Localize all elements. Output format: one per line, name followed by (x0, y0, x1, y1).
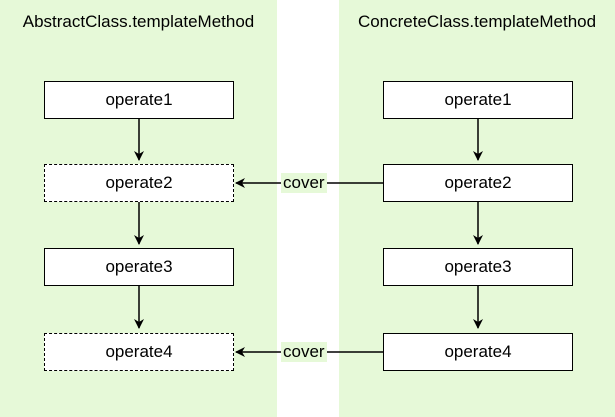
concrete-operate3-node: operate3 (383, 248, 573, 286)
concrete-operate1-node: operate1 (383, 81, 573, 119)
abstract-operate2-node: operate2 (44, 164, 234, 202)
cover-label-operate2: cover (281, 173, 327, 193)
cover-label-operate4: cover (281, 342, 327, 362)
abstract-operate4-node: operate4 (44, 333, 234, 371)
concrete-panel-title: ConcreteClass.templateMethod (357, 12, 597, 31)
concrete-operate2-node: operate2 (383, 164, 573, 202)
abstract-panel-title: AbstractClass.templateMethod (22, 12, 255, 31)
concrete-operate4-node: operate4 (383, 333, 573, 371)
abstract-operate3-node: operate3 (44, 248, 234, 286)
abstract-operate1-node: operate1 (44, 81, 234, 119)
